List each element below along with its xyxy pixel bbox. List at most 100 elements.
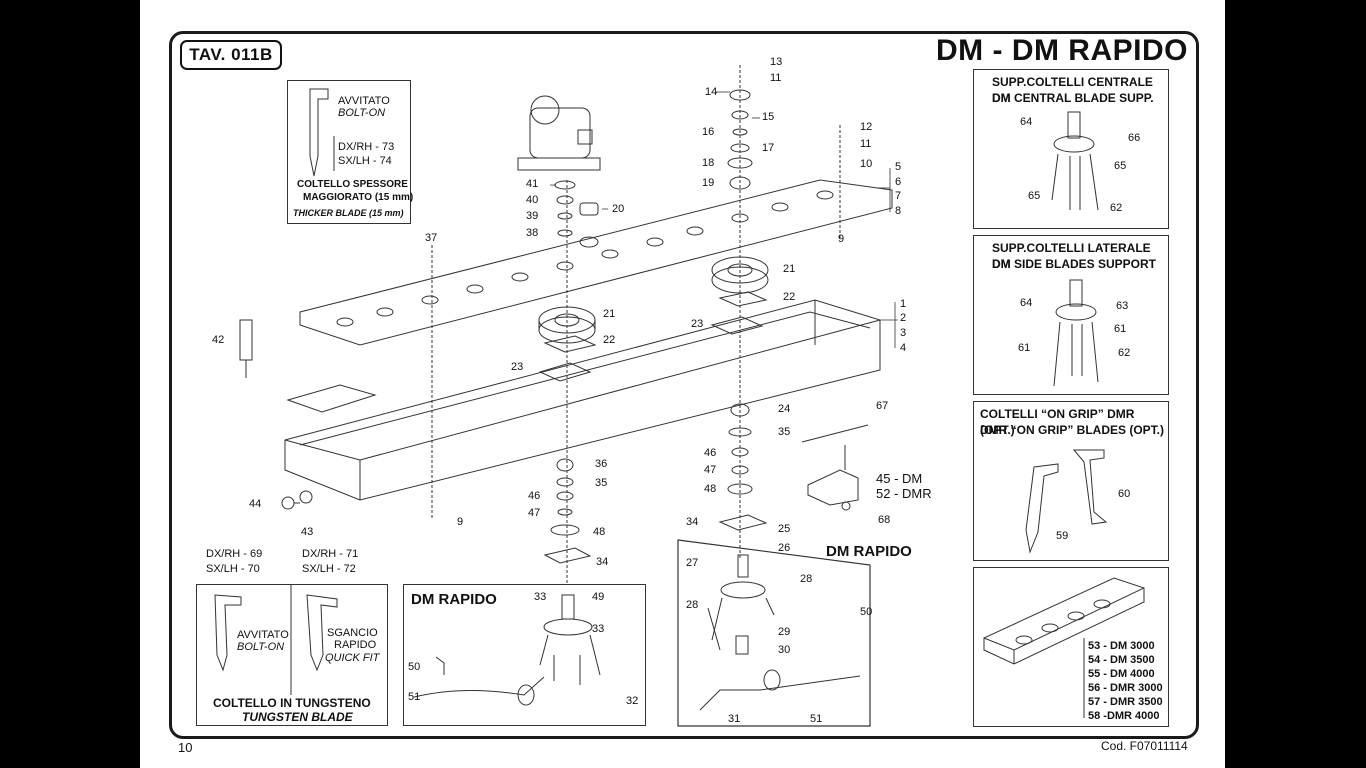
left-flange-23	[538, 362, 592, 382]
dx-rh-code: DX/RH - 73	[338, 141, 395, 153]
part-label: 59	[1056, 530, 1069, 542]
document-code: Cod. F07011114	[1101, 739, 1188, 753]
on-grip-title-en: DMR “ON GRIP” BLADES (OPT.)	[980, 423, 1165, 437]
part-label: 40	[526, 194, 539, 206]
part-label: 21	[603, 308, 616, 320]
part-label: 41	[526, 178, 539, 190]
part-label: 29	[778, 626, 791, 638]
quick-fit-label: QUICK FIT	[325, 652, 380, 664]
part-label: 46	[528, 490, 541, 502]
tungsten-caption-en: TUNGSTEN BLADE	[242, 710, 353, 724]
left-flange-22	[543, 335, 597, 353]
part-label: 11	[770, 72, 782, 84]
callout-45-dm: 45 - DM	[876, 471, 923, 486]
part-label: 42	[212, 334, 225, 346]
tungsten-right-dx: DX/RH - 71	[302, 548, 359, 560]
part-label: 30	[778, 644, 791, 656]
model-item: 53 - DM 3000	[1088, 640, 1155, 652]
caption-it-1: COLTELLO SPESSORE	[297, 179, 408, 190]
part-label: 37	[425, 232, 438, 244]
part-label: 65	[1114, 160, 1127, 172]
models-box: 53 - DM 3000 54 - DM 3500 55 - DM 4000 5…	[973, 567, 1169, 727]
tungsten-right-sx: SX/LH - 72	[302, 563, 356, 575]
part-label: 24	[778, 403, 791, 415]
dm-rapido-box-left: DM RAPIDO 33 49 33 50 51 32	[403, 584, 646, 726]
part-label: 10	[860, 158, 873, 170]
part-label: 16	[702, 126, 715, 138]
central-support-title-it: SUPP.COLTELLI CENTRALE DM	[992, 75, 1153, 105]
bolt-on-label-en: BOLT-ON	[237, 641, 285, 653]
part-label: 20	[612, 203, 625, 215]
part-label: 48	[704, 483, 717, 495]
part-label: 39	[526, 210, 539, 222]
part-label: 2	[900, 312, 907, 324]
side-support-icon	[1053, 279, 1099, 387]
part-label: 60	[1118, 488, 1131, 500]
right-flange-23	[710, 316, 764, 335]
part-label: 34	[686, 516, 699, 528]
part-label: 63	[1116, 300, 1129, 312]
side-blade-support-box: SUPP.COLTELLI LATERALE DM DM SIDE BLADES…	[973, 235, 1169, 395]
central-support-title-en: DM CENTRAL BLADE SUPP.	[992, 91, 1154, 105]
tungsten-blade-icon	[214, 585, 338, 695]
part-label: 4	[900, 342, 907, 354]
part-label: 15	[762, 111, 775, 123]
part-label: 23	[691, 318, 704, 330]
gasket	[286, 384, 377, 413]
full-bar-assembly-icon	[983, 577, 1145, 718]
part-label: 66	[1128, 132, 1141, 144]
part-label: 22	[603, 334, 616, 346]
part-label: 51	[408, 691, 421, 703]
part-label: 23	[511, 361, 524, 373]
page-frame	[169, 31, 1199, 739]
part-label: 27	[686, 557, 699, 569]
part-label: 48	[593, 526, 606, 538]
on-grip-blades-box: COLTELLI “ON GRIP” DMR (OPT.) DMR “ON GR…	[973, 401, 1169, 561]
part-label: 8	[895, 205, 902, 217]
part-label: 64	[1020, 116, 1033, 128]
model-list: 53 - DM 3000 54 - DM 3500 55 - DM 4000 5…	[1088, 640, 1163, 722]
part-label: 34	[596, 556, 609, 568]
dm-rapido-title-2: DM RAPIDO	[826, 543, 912, 560]
quick-release-label: SGANCIO	[327, 627, 378, 639]
part-label: 47	[528, 507, 541, 519]
part-label: 49	[592, 591, 605, 603]
part-label: 12	[860, 121, 873, 133]
part-label: 61	[1114, 323, 1127, 335]
tungsten-left-dx: DX/RH - 69	[206, 548, 263, 560]
part-label: 43	[301, 526, 314, 538]
bolt-on-label-en: BOLT-ON	[338, 107, 386, 119]
part-label: 65	[1028, 190, 1041, 202]
part-label: 62	[1110, 202, 1123, 214]
part-label: 22	[783, 291, 796, 303]
part-label: 35	[595, 477, 608, 489]
on-grip-blades-icon	[1025, 449, 1108, 554]
tungsten-blade-box: AVVITATO BOLT-ON SGANCIO RAPIDO QUICK FI…	[196, 584, 388, 726]
part-label: 44	[249, 498, 262, 510]
sx-lh-code: SX/LH - 74	[338, 155, 392, 167]
part-label: 64	[1020, 297, 1033, 309]
tungsten-left-sx: SX/LH - 70	[206, 563, 260, 575]
part-label: 51	[810, 713, 823, 725]
page-number: 10	[178, 740, 193, 755]
part-label: 46	[704, 447, 717, 459]
part-label: 62	[1118, 347, 1131, 359]
part-label: 6	[895, 176, 902, 188]
part-label: 36	[595, 458, 608, 470]
part-label: 21	[783, 263, 796, 275]
part-label: 31	[728, 713, 741, 725]
model-item: 56 - DMR 3000	[1088, 682, 1163, 694]
tungsten-caption-it: COLTELLO IN TUNGSTENO	[213, 696, 371, 710]
callout-52-dmr: 52 - DMR	[876, 486, 932, 501]
rapido-assembly-icon	[413, 594, 601, 706]
part-label: 18	[702, 157, 715, 169]
part-label: 68	[878, 514, 891, 526]
part-label: 17	[762, 142, 775, 154]
page-title: DM - DM RAPIDO	[936, 34, 1188, 67]
part-label: 61	[1018, 342, 1031, 354]
part-label: 19	[702, 177, 715, 189]
model-item: 55 - DM 4000	[1088, 668, 1155, 680]
bracket-45-52	[807, 469, 859, 506]
bolt-on-label: AVVITATO	[338, 95, 390, 107]
right-flange-22	[718, 291, 768, 307]
